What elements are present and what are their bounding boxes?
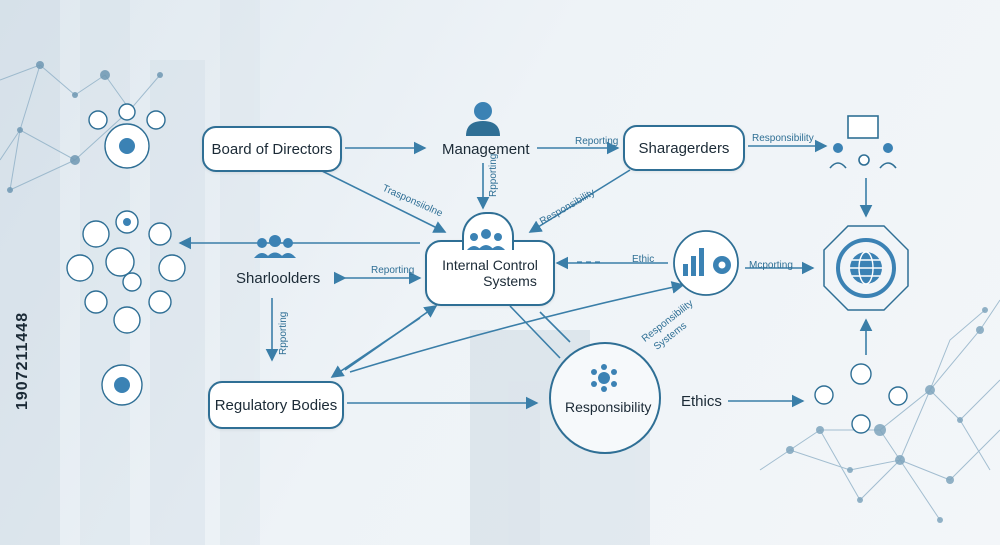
node-ethics: Ethics — [681, 393, 722, 410]
node-regulatory-bodies: Regulatory Bodies — [208, 381, 344, 429]
node-board-of-directors: Board of Directors — [202, 126, 342, 172]
left-icon-ring — [66, 103, 186, 406]
edge-label-responsibility-top: Responsibility — [752, 133, 814, 144]
manager-person-icon — [466, 102, 500, 136]
node-sharloolders: Sharloolders — [236, 270, 321, 287]
line-internal-responsibility-2 — [539, 311, 571, 343]
edge-label-mcporting: Mcporting — [749, 260, 793, 271]
arrow-board-internal — [309, 164, 447, 233]
bar-chart-gear-icon — [683, 248, 731, 276]
responsibility-circle — [549, 342, 661, 454]
edge-label-reporting-mid: Reporting — [371, 265, 415, 276]
arrow-sharagerders-internal — [528, 169, 631, 233]
node-label: Sharagerders — [638, 139, 730, 157]
line-internal-responsibility — [509, 305, 561, 359]
meeting-presentation-icon — [829, 115, 897, 169]
edge-label-ethic: Ethic — [632, 254, 655, 265]
network-node-cluster — [814, 363, 908, 434]
node-label: Board of Directors — [211, 140, 333, 158]
node-sharagerders: Sharagerders — [623, 125, 745, 171]
internal-control-cloud-top — [462, 212, 514, 250]
arrow-internal-regulatory — [330, 317, 421, 378]
chart-circle — [673, 230, 739, 296]
watermark-id: 1907211448 — [14, 311, 31, 410]
node-management: Management — [442, 141, 530, 158]
edge-label-rpporting-mgmt: Rpporting — [488, 153, 499, 197]
edge-label-reporting-top: Reporting — [575, 136, 619, 147]
group-people-icon — [254, 235, 296, 258]
edge-label-rpporting-left: Rpporting — [278, 311, 289, 355]
globe-octagon — [823, 225, 909, 311]
node-responsibility: Responsibility — [565, 399, 652, 415]
gear-cluster-icon — [591, 364, 617, 392]
node-label: Regulatory Bodies — [214, 396, 338, 414]
arrow-regulatory-chart — [349, 281, 685, 373]
